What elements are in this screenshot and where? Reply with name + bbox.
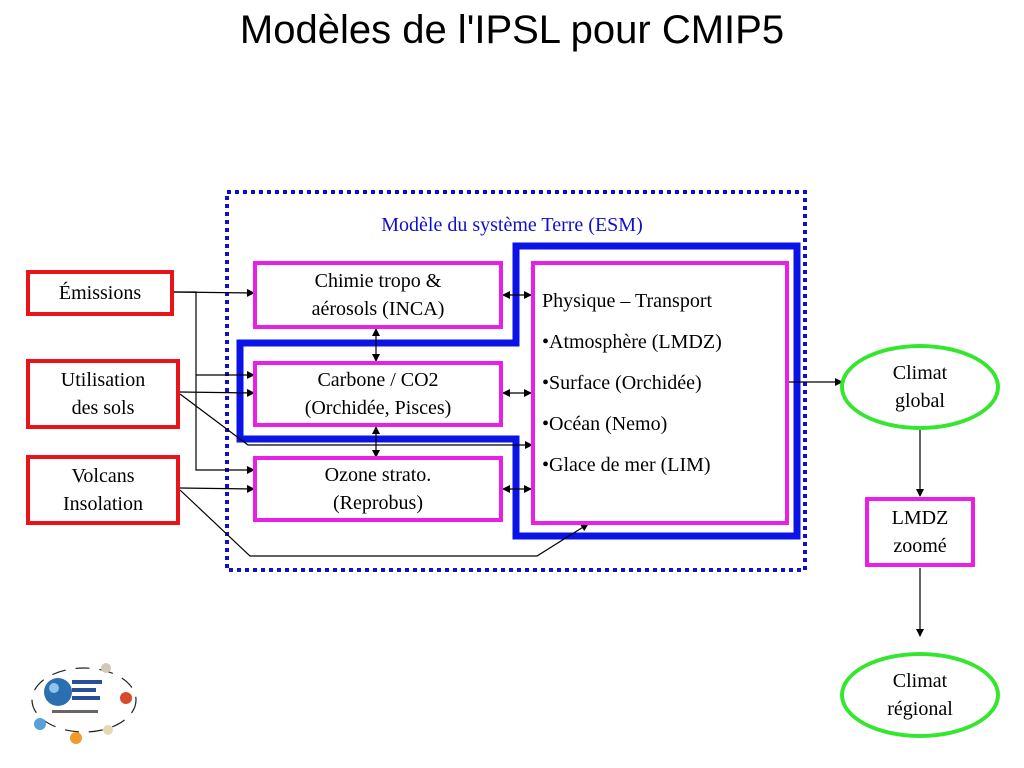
component-chimie-line1: Chimie tropo & <box>314 270 442 292</box>
component-chimie: Chimie tropo & aérosols (INCA) <box>253 261 503 329</box>
physics-item-surface: •Surface (Orchidée) <box>542 372 702 394</box>
page-title: Modèles de l'IPSL pour CMIP5 <box>239 8 785 52</box>
arrow-volcans-physique <box>179 489 589 557</box>
input-volcans-line2: Insolation <box>63 493 143 515</box>
component-ozone-line1: Ozone strato. <box>324 464 432 486</box>
input-volcans-insolation: Volcans Insolation <box>26 455 180 525</box>
arrow-volcans-ozone <box>179 484 255 493</box>
output-climat-regional: Climat régional <box>840 652 1000 738</box>
arrow-sols-physique <box>179 393 533 449</box>
output-global-line1: Climat <box>892 362 948 384</box>
connector-collector <box>174 291 255 474</box>
component-carbone: Carbone / CO2 (Orchidée, Pisces) <box>253 361 503 427</box>
input-volcans-line1: Volcans <box>71 465 135 487</box>
output-climat-global: Climat global <box>840 344 1000 430</box>
input-utilisation-sols: Utilisation des sols <box>26 359 180 429</box>
physics-item-ocean: •Océan (Nemo) <box>542 413 668 435</box>
input-emissions: Émissions <box>26 270 174 316</box>
component-ozone-line2: (Reprobus) <box>333 492 423 514</box>
component-carbone-line2: (Orchidée, Pisces) <box>304 397 452 419</box>
input-sols-line2: des sols <box>71 397 135 419</box>
input-emissions-line1: Émissions <box>58 282 142 304</box>
ipsl-logo <box>31 663 137 744</box>
core-outline <box>236 242 801 540</box>
component-chimie-line2: aérosols (INCA) <box>311 298 445 320</box>
output-regional-line1: Climat <box>892 670 948 692</box>
esm-boundary <box>225 190 807 572</box>
output-zoom-line2: zoomé <box>893 535 947 557</box>
output-global-line2: global <box>895 390 945 412</box>
component-carbone-line1: Carbone / CO2 <box>317 369 439 391</box>
physics-item-glace: •Glace de mer (LIM) <box>542 454 711 476</box>
physics-header: Physique – Transport <box>542 290 713 312</box>
physics-core-box: Physique – Transport •Atmosphère (LMDZ) … <box>531 261 789 525</box>
input-sols-line1: Utilisation <box>60 369 146 391</box>
arrow-sols-carbone <box>179 388 255 397</box>
output-regional-line2: régional <box>887 698 953 720</box>
physics-item-atmosphere: •Atmosphère (LMDZ) <box>542 331 722 353</box>
output-lmdz-zoome: LMDZ zoomé <box>865 497 975 567</box>
output-zoom-line1: LMDZ <box>891 507 949 529</box>
component-ozone: Ozone strato. (Reprobus) <box>253 456 503 522</box>
esm-label: Modèle du système Terre (ESM) <box>381 214 643 236</box>
